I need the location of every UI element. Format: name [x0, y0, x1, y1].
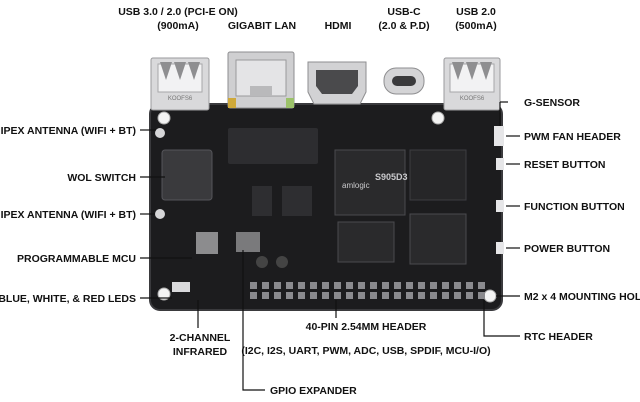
usb2-port: KOOFS6	[444, 58, 500, 110]
label-m2-hole: M2 x 4 MOUNTING HOLE	[524, 291, 640, 303]
pcb-board	[150, 104, 502, 310]
header-pin	[274, 282, 281, 289]
label-usb3-sub: (900mA)	[157, 20, 198, 32]
header-pin	[286, 292, 293, 299]
header-pin	[394, 292, 401, 299]
function-button	[496, 200, 504, 212]
header-pin	[466, 282, 473, 289]
header-pin	[454, 292, 461, 299]
label-usb2: USB 2.0	[456, 6, 496, 18]
header-pin	[394, 282, 401, 289]
component	[252, 186, 272, 216]
header-pin	[454, 282, 461, 289]
label-leds: BLUE, WHITE, & RED LEDS	[0, 293, 136, 305]
mount-hole	[432, 112, 444, 124]
header-pin	[322, 292, 329, 299]
ram-chip-1	[338, 222, 394, 262]
header-pin	[250, 282, 257, 289]
label-gpio-expander: GPIO EXPANDER	[270, 385, 357, 397]
header-pin	[310, 282, 317, 289]
header-pin	[478, 292, 485, 299]
header-pin	[262, 282, 269, 289]
pwm-fan-header	[494, 126, 504, 146]
mount-hole	[484, 290, 496, 302]
label-pwm-fan: PWM FAN HEADER	[524, 131, 621, 143]
header-pin	[358, 292, 365, 299]
soc-brand: amlogic	[342, 181, 370, 190]
header-pin	[298, 292, 305, 299]
hdmi-port	[308, 62, 366, 104]
label-infrared: 2-CHANNEL	[170, 332, 231, 344]
component	[282, 186, 312, 216]
ipex-antenna-connector	[155, 128, 165, 138]
power-button	[496, 242, 504, 254]
label-wol: WOL SWITCH	[67, 172, 136, 184]
label-usb3: USB 3.0 / 2.0 (PCI-E ON)	[118, 6, 238, 18]
header-pin	[334, 292, 341, 299]
label-ipex-2: IPEX ANTENNA (WIFI + BT)	[1, 209, 136, 221]
header-pin	[370, 282, 377, 289]
header-pin	[478, 282, 485, 289]
ipex-antenna-connector	[155, 209, 165, 219]
ram-chip-2	[410, 214, 466, 264]
usb2-port-text: KOOFS6	[460, 96, 485, 102]
label-usbc: USB-C	[387, 6, 421, 18]
reset-button	[496, 158, 504, 170]
label-usbc-sub: (2.0 & P.D)	[378, 20, 429, 32]
emmc-chip	[228, 128, 318, 164]
header-pin	[310, 292, 317, 299]
label-header40-sub: (I2C, I2S, UART, PWM, ADC, USB, SPDIF, M…	[241, 345, 490, 357]
ram-chip-3	[410, 150, 466, 200]
label-gigabit-lan: GIGABIT LAN	[228, 20, 296, 32]
header-pin	[274, 292, 281, 299]
header-pin	[346, 282, 353, 289]
label-ipex-1: IPEX ANTENNA (WIFI + BT)	[1, 125, 136, 137]
usb3-port: KOOFS6	[151, 58, 209, 110]
label-hdmi: HDMI	[325, 20, 352, 32]
soc-model: S905D3	[375, 172, 408, 182]
header-pin	[370, 292, 377, 299]
label-mcu: PROGRAMMABLE MCU	[17, 253, 136, 265]
soc-chip: amlogic S905D3	[335, 150, 408, 215]
header-pin	[418, 292, 425, 299]
header-pin	[442, 282, 449, 289]
usb3-port-text: KOOFS6	[168, 96, 193, 102]
header-pin	[298, 282, 305, 289]
led-cluster	[172, 282, 190, 292]
header-pin	[406, 282, 413, 289]
label-function: FUNCTION BUTTON	[524, 201, 625, 213]
header-pin	[382, 292, 389, 299]
header-pin	[358, 282, 365, 289]
label-header40: 40-PIN 2.54MM HEADER	[306, 321, 427, 333]
header-pin	[406, 292, 413, 299]
header-pin	[346, 292, 353, 299]
label-reset: RESET BUTTON	[524, 159, 605, 171]
component	[256, 256, 268, 268]
label-power: POWER BUTTON	[524, 243, 610, 255]
ethernet-port	[228, 52, 294, 108]
header-pin	[442, 292, 449, 299]
header-pin	[250, 292, 257, 299]
header-pin	[430, 292, 437, 299]
label-infrared-sub: INFRARED	[173, 346, 228, 358]
header-pin	[322, 282, 329, 289]
header-pin	[418, 282, 425, 289]
component	[276, 256, 288, 268]
usbc-port	[384, 68, 424, 94]
mcu-chip	[196, 232, 218, 254]
label-usb2-sub: (500mA)	[455, 20, 496, 32]
gpio-expander-chip	[236, 232, 260, 252]
label-g-sensor: G-SENSOR	[524, 97, 580, 109]
header-pin	[382, 282, 389, 289]
header-pin	[430, 282, 437, 289]
header-pin	[334, 282, 341, 289]
wifi-module	[162, 150, 212, 200]
header-pin	[262, 292, 269, 299]
header-pin	[466, 292, 473, 299]
header-pin	[286, 282, 293, 289]
label-rtc: RTC HEADER	[524, 331, 593, 343]
mount-hole	[158, 112, 170, 124]
